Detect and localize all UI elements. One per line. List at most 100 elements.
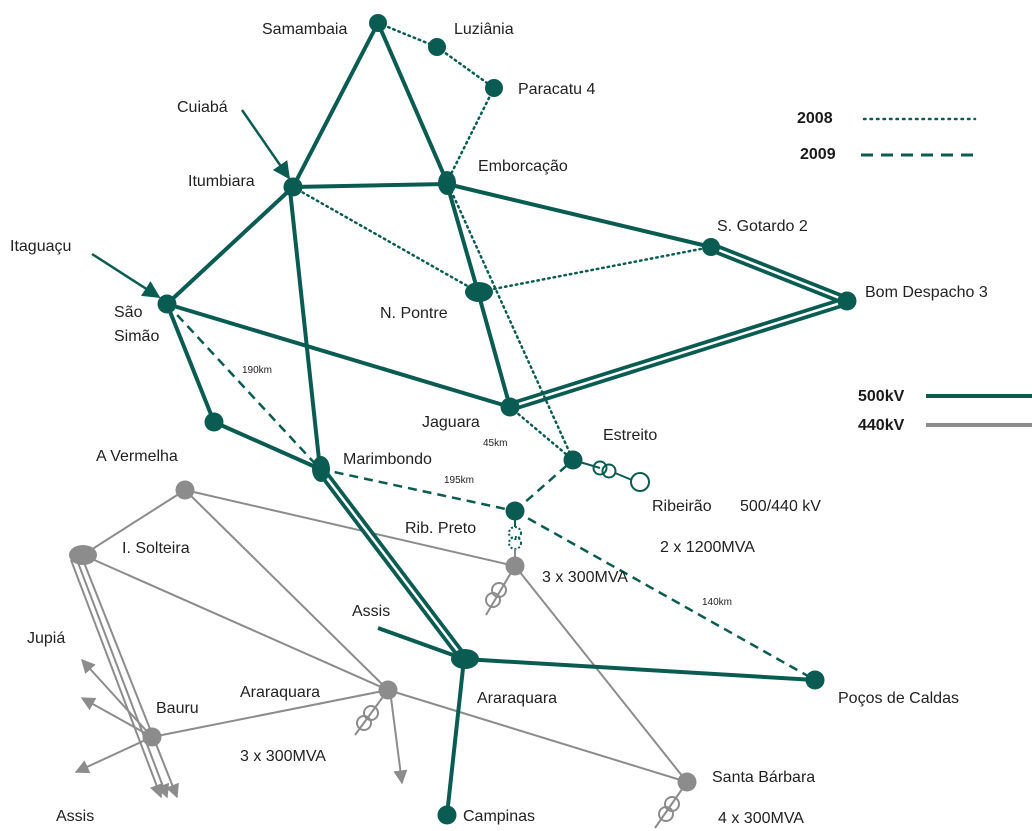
line-emborcacao-sgotardo [446, 182, 712, 249]
transformer-ribeirao [572, 459, 650, 492]
line-isolteira-bauru-1 [70, 559, 164, 799]
line-bauru-jupia [81, 658, 153, 738]
line-saosimao-jaguara [166, 302, 511, 409]
label-marimbondo: Marimbondo [343, 451, 432, 468]
label-mva-3x300-rp: 3 x 300MVA [542, 569, 628, 586]
line-bauru-araraquara440 [151, 689, 389, 738]
node-araraquara-440 [378, 680, 398, 700]
line-samambaia-itumbiara [291, 22, 380, 188]
label-avermelha: A Vermelha [96, 448, 178, 465]
line-luziania-paracatu [435, 45, 496, 90]
label-transf-ribeirao: 500/440 kV [740, 498, 821, 515]
label-bauru: Bauru [156, 700, 199, 717]
line-itumbiara-marimbondo [288, 189, 322, 470]
label-cuiaba: Cuiabá [177, 99, 228, 116]
line-ribpreto-estreito [514, 459, 574, 512]
line-bauru-west [80, 697, 153, 738]
line-isolteira-araraquara440 [82, 554, 389, 691]
node-pocos [805, 670, 825, 690]
node-luziania [428, 38, 446, 56]
label-santabarbara: Santa Bárbara [712, 769, 815, 786]
label-itaguacu: Itaguaçu [10, 238, 71, 255]
node-sgotardo [702, 238, 720, 256]
line-npontre-sgotardo [476, 245, 713, 294]
label-paracatu: Paracatu 4 [518, 81, 595, 98]
node-araraquara-500 [451, 649, 479, 669]
line-samambaia-luziania [376, 21, 439, 49]
line-samambaia-emborcacao [376, 22, 449, 183]
label-campinas: Campinas [463, 808, 535, 825]
legend-2009-label: 2009 [800, 146, 836, 163]
line-ribpreto-santabarbara [514, 565, 688, 783]
line-emborcacao-estreito [447, 184, 575, 462]
line-isolteira-bauru-3 [82, 559, 179, 799]
label-pocos: Poços de Caldas [838, 690, 959, 707]
line-paracatu-emborcacao [445, 86, 496, 184]
label-assis-top: Assis [352, 603, 390, 620]
lines-440kv [70, 489, 688, 829]
cuiaba-arrow [240, 109, 291, 180]
line-emborcacao-npontre [445, 183, 480, 293]
label-itumbiara: Itumbiara [188, 173, 255, 190]
legend-2008-label: 2008 [797, 110, 833, 127]
node-isolteira [69, 545, 97, 565]
lines-500kv [165, 22, 816, 816]
node-jaguara [500, 397, 520, 417]
node-saosimao-south [204, 412, 224, 432]
line-avermelha-ribpreto [184, 489, 516, 567]
nodes-500kv [157, 14, 857, 825]
node-bauru [142, 727, 162, 747]
line-avermelha-isolteira [82, 489, 186, 556]
lines-2009 [166, 303, 816, 682]
node-santabarbara [677, 772, 697, 792]
transformer-araraquara-3x300 [356, 705, 379, 731]
distance-190km: 190km [242, 365, 272, 376]
line-avermelha-araraquara440 [184, 489, 389, 691]
labels: Samambaia Luziânia Paracatu 4 Cuiabá Itu… [10, 21, 988, 827]
label-mva-4x300: 4 x 300MVA [718, 810, 804, 827]
line-saosimao-node [165, 303, 216, 423]
line-araraquara500-pocos [463, 657, 816, 682]
label-npontre: N. Pontre [380, 305, 448, 322]
node-estreito [563, 450, 583, 470]
legend-440kv-label: 440kV [858, 417, 905, 434]
label-jupia: Jupiá [27, 630, 65, 647]
line-bauru-assis [74, 736, 153, 774]
label-mva-2x1200: 2 x 1200MVA [660, 539, 755, 556]
line-ribpreto-pocos [514, 509, 816, 682]
line-araraquara440-santabarbara [387, 689, 688, 783]
node-bomdespacho [837, 291, 857, 311]
transformer-santabarbara-4x300 [658, 796, 680, 822]
distance-45km: 45km [483, 438, 507, 449]
node-samambaia [369, 14, 387, 32]
line-assis-araraquara500 [377, 626, 465, 661]
label-jaguara: Jaguara [422, 414, 480, 431]
label-sgotardo: S. Gotardo 2 [717, 218, 808, 235]
line-itumbiara-saosimao [165, 185, 295, 306]
line-jaguara-estreito [508, 405, 575, 462]
label-bomdespacho: Bom Despacho 3 [865, 284, 988, 301]
label-araraquara-440: Araraquara [240, 684, 320, 701]
label-ribeirao: Ribeirão [652, 498, 712, 515]
label-araraquara-500: Araraquara [477, 690, 557, 707]
node-marimbondo [312, 456, 330, 482]
label-emborcacao: Emborcação [478, 158, 568, 175]
label-simao: Simão [114, 328, 159, 345]
legend-500kv-label: 500kV [858, 388, 905, 405]
distance-140km: 140km [702, 597, 732, 608]
legend: 2008 2009 500kV 440kV [797, 110, 1032, 434]
line-araraquara500-campinas [445, 658, 466, 816]
itaguacu-arrow [91, 252, 161, 299]
node-saosimao [157, 294, 177, 314]
node-ribpreto-440 [505, 556, 525, 576]
node-emborcacao [438, 171, 456, 195]
label-luziania: Luziânia [454, 21, 514, 38]
nodes-440kv [69, 480, 697, 792]
node-paracatu [485, 79, 503, 97]
line-npontre-jaguara [476, 291, 512, 408]
line-itumbiara-npontre [291, 185, 480, 294]
line-node-marimbondo [213, 420, 321, 471]
line-saosimao-marimbondo [166, 303, 321, 470]
transformer-ribpreto-3x300 [485, 582, 507, 608]
